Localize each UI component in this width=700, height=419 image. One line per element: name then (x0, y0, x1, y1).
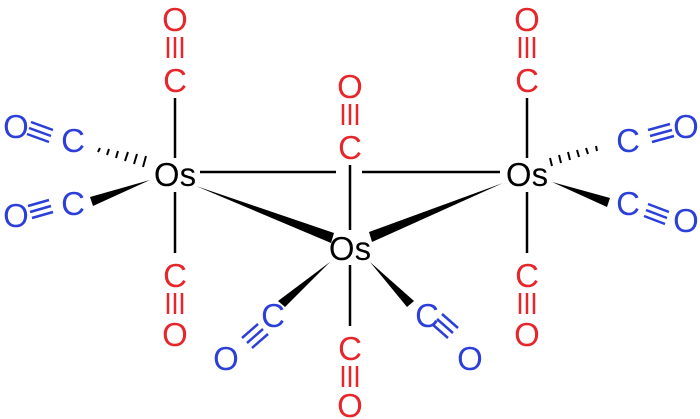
os1-bottom-co-triple (166, 293, 184, 314)
bond-os3-os2-wedge (369, 183, 503, 242)
o-atom-os2-left: O (213, 340, 239, 377)
o-atom-os3-bottom: O (514, 316, 540, 353)
os1-left-lower-co-triple (27, 198, 54, 220)
o-atom-os3-top: O (514, 1, 540, 38)
triple-bonds (26, 37, 675, 387)
o-atom-os2-top: O (337, 68, 363, 105)
c-atom-os1-top: C (163, 62, 187, 99)
c-atom-os3-right-upper: C (616, 122, 640, 159)
os3-right-lower-co-triple (643, 202, 670, 226)
os3-wedge-right (552, 182, 610, 207)
o-atom-os2-right: O (457, 340, 483, 377)
bond-os1-os2-wedge (196, 186, 334, 243)
os2-wedge-left (278, 262, 330, 307)
equatorial-carbonyl-labels: O C O C C O C O C O C O (3, 108, 699, 377)
os1-hashed-bond (97, 147, 147, 168)
c-atom-os3-right-lower: C (616, 185, 640, 222)
os1-left-upper-co-triple (26, 120, 54, 144)
os3-bottom-co-triple (518, 293, 536, 314)
c-atom-os1-left-upper: C (61, 122, 85, 159)
o-atom-os1-left-lower: O (3, 197, 29, 234)
os3-hashed-bond (549, 145, 598, 167)
c-atom-os2-bottom: C (338, 330, 362, 367)
os2-bottom-co-triple (341, 366, 359, 387)
wedge-bonds (90, 180, 610, 307)
hashed-bonds (97, 145, 598, 168)
os2-top-co-triple (341, 104, 359, 125)
o-atom-os2-bottom: O (337, 387, 363, 419)
os2-right-co-triple (431, 313, 459, 339)
os2-wedge-right (370, 262, 414, 307)
os3-top-co-triple (518, 37, 536, 58)
os-atom-left: Os (154, 156, 196, 193)
c-atom-os1-left-lower: C (61, 185, 85, 222)
c-atom-os1-bottom: C (163, 257, 187, 294)
o-atom-os1-left-upper: O (3, 108, 29, 145)
os1-top-co-triple (166, 37, 184, 58)
os3-right-upper-co-triple (647, 122, 675, 144)
o-atom-os3-right-upper: O (673, 108, 699, 145)
o-atom-os1-top: O (162, 1, 188, 38)
c-atom-os3-bottom: C (515, 257, 539, 294)
c-atom-os2-left: C (261, 297, 285, 334)
os-atom-right: Os (506, 156, 548, 193)
c-atom-os2-top: C (338, 129, 362, 166)
os2-left-co-triple (241, 323, 269, 349)
os-atoms: Os Os Os (154, 156, 548, 267)
c-atom-os2-right: C (415, 297, 439, 334)
os1-wedge-left (90, 180, 150, 206)
os-os-bonds (196, 170, 503, 243)
os-atom-center: Os (329, 230, 371, 267)
os-c-bonds (173, 98, 529, 326)
c-atom-os3-top: C (515, 62, 539, 99)
o-atom-os1-bottom: O (162, 316, 188, 353)
o-atom-os3-right-lower: O (673, 202, 699, 239)
axial-carbonyl-labels: O C O C O C C O C O C O (162, 1, 540, 419)
